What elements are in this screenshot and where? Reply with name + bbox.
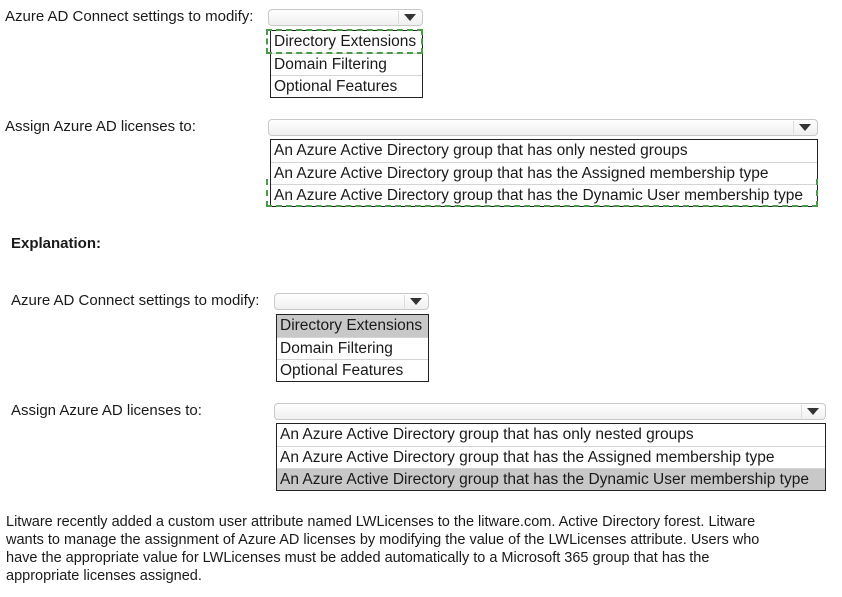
chevron-down-icon: [398, 11, 421, 24]
exp-q2-options-list: An Azure Active Directory group that has…: [276, 423, 826, 491]
explanation-heading: Explanation:: [11, 235, 102, 252]
q1-option[interactable]: Domain Filtering: [271, 53, 422, 75]
paragraph-line: appropriate licenses assigned.: [6, 568, 202, 584]
exp-q1-label: Azure AD Connect settings to modify:: [11, 292, 260, 309]
exp-q2-option[interactable]: An Azure Active Directory group that has…: [280, 426, 694, 443]
exp-q1-options-list: Directory Extensions Domain Filtering Op…: [276, 314, 429, 382]
q2-options-list: An Azure Active Directory group that has…: [270, 139, 818, 207]
exp-q1-option-selected[interactable]: Directory Extensions: [277, 315, 428, 337]
explanation-paragraph: Litware recently added a custom user att…: [6, 513, 836, 585]
exp-q2-label: Assign Azure AD licenses to:: [11, 402, 202, 419]
exp-q2-option-selected[interactable]: An Azure Active Directory group that has…: [277, 468, 825, 490]
q1-label: Azure AD Connect settings to modify:: [5, 8, 254, 25]
chevron-down-icon: [404, 295, 427, 308]
exp-q1-dropdown[interactable]: [274, 293, 429, 310]
paragraph-line: have the appropriate value for LWLicense…: [6, 550, 710, 566]
q1-options-list: Directory Extensions Domain Filtering Op…: [270, 30, 423, 98]
q1-option[interactable]: Optional Features: [271, 75, 422, 97]
paragraph-line: wants to manage the assignment of Azure …: [6, 532, 760, 548]
chevron-down-icon: [793, 121, 816, 134]
q2-option[interactable]: An Azure Active Directory group that has…: [274, 142, 688, 159]
q1-dropdown[interactable]: [268, 9, 423, 26]
chevron-down-icon: [801, 405, 824, 418]
exp-q2-dropdown[interactable]: [274, 403, 826, 420]
q2-option[interactable]: An Azure Active Directory group that has…: [271, 162, 817, 184]
exp-q1-option[interactable]: Optional Features: [277, 359, 428, 381]
q2-option[interactable]: An Azure Active Directory group that has…: [271, 184, 817, 206]
exp-q1-option[interactable]: Domain Filtering: [277, 337, 428, 359]
q2-dropdown[interactable]: [268, 119, 818, 136]
paragraph-line: Litware recently added a custom user att…: [6, 514, 756, 530]
q1-option[interactable]: Directory Extensions: [274, 33, 417, 50]
q2-label: Assign Azure AD licenses to:: [5, 118, 196, 135]
exp-q2-option[interactable]: An Azure Active Directory group that has…: [277, 446, 825, 468]
